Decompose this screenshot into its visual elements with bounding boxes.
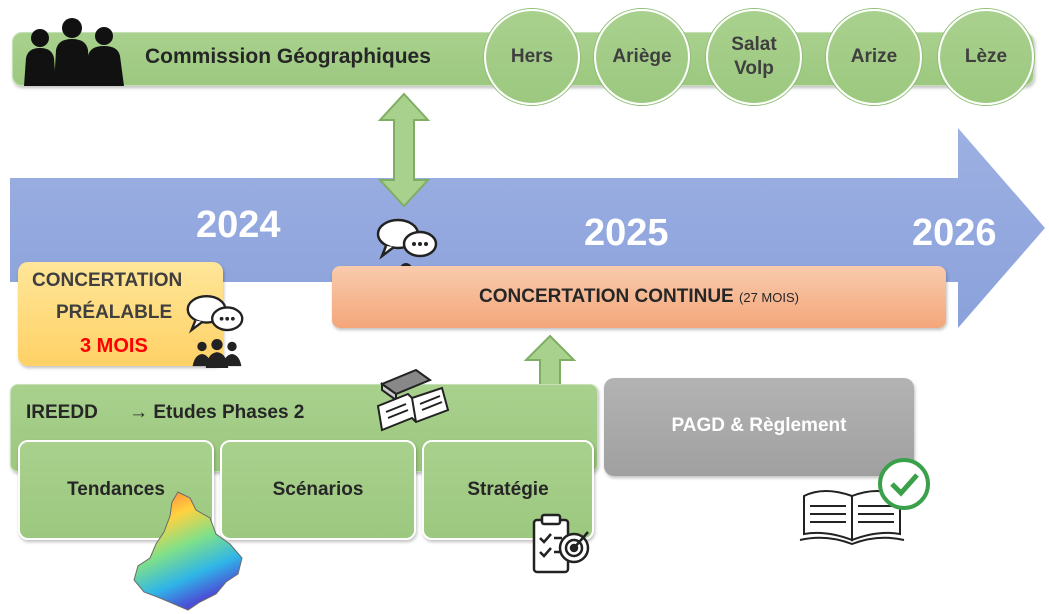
concertation-continue-label: CONCERTATION CONTINUE (479, 286, 734, 307)
basin-ariege: Ariège (594, 9, 690, 105)
pagd-label: PAGD & Règlement (671, 415, 847, 436)
chat-bubbles-icon-small (186, 295, 244, 334)
double-arrow-top (378, 92, 430, 208)
chat-bubbles-icon (376, 218, 438, 260)
books-icon (376, 368, 450, 432)
group-icon-small (192, 338, 242, 368)
year-2026: 2026 (912, 212, 997, 254)
etudes-label: Etudes Phases 2 (153, 402, 305, 423)
etudes-arrow: → (129, 402, 149, 423)
map-icon (133, 491, 243, 611)
concertation-continue-box (332, 266, 946, 328)
phase-scenarios: Scénarios (220, 440, 416, 540)
clipboard-target-icon (532, 513, 590, 574)
concertation-prealable-line2: PRÉALABLE (56, 302, 173, 323)
basin-volp-label: Volp (734, 58, 774, 79)
concertation-prealable-line1: CONCERTATION (32, 270, 183, 291)
people-silhouette-icon (24, 18, 124, 86)
concertation-continue-text: CONCERTATION CONTINUE (27 MOIS) (332, 286, 946, 308)
ireedd-label: IREEDD (26, 402, 98, 423)
open-book-check-icon (799, 458, 930, 546)
basin-hers: Hers (484, 9, 580, 105)
concertation-continue-duration: (27 MOIS) (739, 290, 799, 305)
year-2025: 2025 (584, 212, 669, 254)
basin-salat-label: Salat (731, 34, 777, 55)
commission-title: Commission Géographiques (145, 45, 431, 68)
basin-salat-volp: Salat Volp (706, 9, 802, 105)
basin-leze: Lèze (938, 9, 1034, 105)
etudes-header: IREEDD → Etudes Phases 2 (26, 402, 304, 424)
pagd-box (604, 378, 914, 476)
basin-arize: Arize (826, 9, 922, 105)
phase-tendances: Tendances (18, 440, 214, 540)
concertation-prealable-duration: 3 MOIS (80, 335, 148, 357)
year-2024: 2024 (196, 204, 281, 246)
